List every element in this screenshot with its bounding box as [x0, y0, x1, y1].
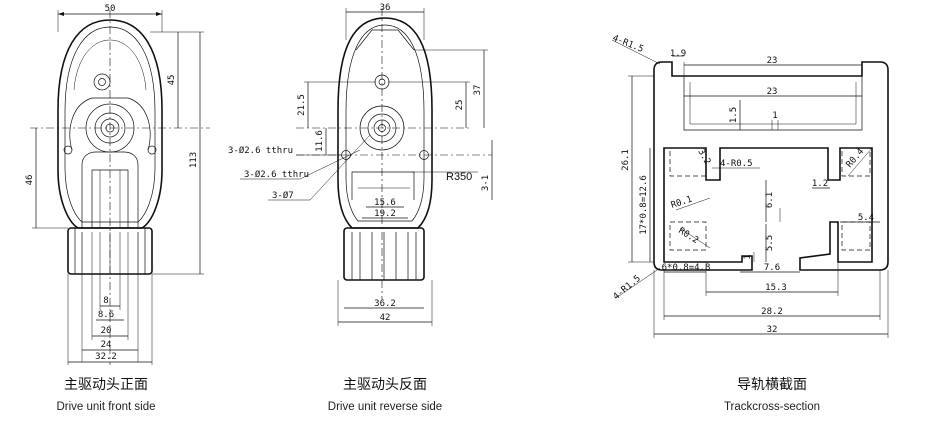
reverse-dim-37: 37 — [473, 85, 483, 96]
track-dim-r0-5: 4-R0.5 — [720, 159, 753, 169]
front-dim-24: 24 — [101, 340, 112, 350]
track-dim-5-4: 5.4 — [858, 213, 874, 223]
track-dim-6-1: 6.1 — [765, 192, 775, 208]
front-dim-46: 46 — [25, 175, 35, 186]
reverse-dim-36-2: 36.2 — [374, 299, 396, 309]
track-dim-r1-5-top: 4-R1.5 — [611, 34, 645, 55]
track-dim-3-2: 3.2 — [695, 147, 712, 166]
track-dim-1-9: 1.9 — [670, 49, 686, 59]
track-dim-15-3: 15.3 — [765, 283, 787, 293]
front-dim-20: 20 — [101, 326, 112, 336]
track-dim-32: 32 — [767, 325, 778, 335]
track-dim-1: 1 — [772, 111, 777, 121]
track-dim-26-1: 26.1 — [621, 149, 631, 171]
front-dim-113: 113 — [189, 152, 199, 168]
track-dim-28-2: 28.2 — [761, 307, 783, 317]
reverse-dim-3-1: 3-1 — [481, 175, 491, 191]
reverse-dim-19-2: 19.2 — [374, 209, 396, 219]
front-dim-8-6: 8.6 — [98, 310, 114, 320]
track-dim-1-5: 1.5 — [729, 107, 739, 123]
front-dim-8: 8 — [103, 296, 108, 306]
reverse-dim-15-6: 15.6 — [374, 198, 396, 208]
reverse-caption-cn: 主驱动头反面 — [343, 377, 427, 393]
front-view: 50 45 113 46 8 8.6 20 24 32.2 主驱动头正面 — [25, 4, 210, 413]
track-dim-23-a: 23 — [767, 56, 778, 66]
track-section: 4-R1.5 1.9 23 23 1.5 1 4-R0.5 3.2 R0.4 1… — [611, 34, 889, 413]
reverse-hole-label-2: 3-Ø2.6 tthru — [244, 169, 309, 180]
track-dim-4-8: 6*0.8=4.8 — [662, 263, 711, 273]
reverse-dim-11-6: 11.6 — [315, 130, 325, 152]
track-dim-r1-5-bot: 4-R1.5 — [612, 274, 643, 303]
track-caption-cn: 导轨横截面 — [737, 377, 807, 393]
front-caption-en: Drive unit front side — [56, 401, 155, 413]
front-caption-cn: 主驱动头正面 — [64, 377, 148, 393]
track-dim-1-2: 1.2 — [812, 179, 828, 189]
front-dim-50: 50 — [105, 4, 116, 14]
reverse-dim-25: 25 — [455, 100, 465, 111]
reverse-dim-r350: R350 — [446, 171, 472, 183]
reverse-dim-36: 36 — [380, 3, 391, 13]
front-dim-45: 45 — [167, 75, 177, 86]
reverse-dim-21-5: 21.5 — [297, 94, 307, 116]
reverse-caption-en: Drive unit reverse side — [328, 401, 442, 413]
track-dim-12-6: 17*0.8=12.6 — [639, 175, 649, 235]
reverse-hole-label-1: 3-Ø2.6 tthru — [228, 145, 293, 156]
track-dim-7-6: 7.6 — [764, 263, 780, 273]
track-dim-23-b: 23 — [767, 87, 778, 97]
track-dim-r0-2: R0.2 — [676, 226, 700, 246]
track-caption-en: Trackcross-section — [724, 401, 820, 413]
reverse-view: 36 21.5 11.6 25 37 3-Ø2.6 tthru 3-Ø2.6 t… — [228, 3, 493, 413]
reverse-hole-label-3: 3-Ø7 — [272, 190, 294, 201]
track-dim-1-b: 1 — [743, 254, 753, 259]
track-dim-5-5: 5.5 — [765, 235, 775, 251]
front-dim-32-2: 32.2 — [95, 352, 117, 362]
track-dim-r0-1: R0.1 — [670, 195, 694, 211]
reverse-dim-42: 42 — [380, 313, 391, 323]
